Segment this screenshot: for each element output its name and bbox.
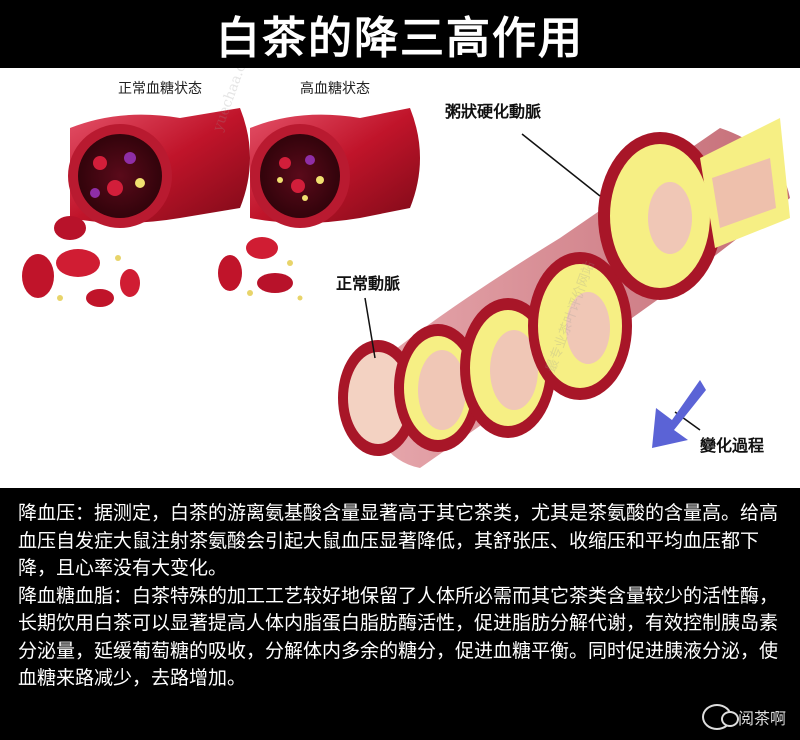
wechat-icon — [701, 704, 739, 730]
article-text: 降血压：据测定，白茶的游离氨基酸含量显著高于其它茶类，尤其是茶氨酸的含量高。给高… — [18, 500, 788, 693]
pointer-line-normal — [364, 297, 376, 359]
artery-ring-4 — [528, 252, 632, 400]
title-bar: 白茶的降三高作用 — [0, 0, 800, 68]
brand-name: 阅茶啊 — [737, 709, 786, 728]
label-normal-artery: 正常動脈 — [336, 274, 401, 293]
caption-normal-sugar: 正常血糖状态 — [118, 81, 202, 97]
high-sugar-blood-vessel — [250, 108, 420, 228]
brand-watermark: 阅茶啊 — [701, 704, 786, 730]
normal-red-cells — [22, 216, 140, 307]
caption-high-sugar: 高血糖状态 — [300, 81, 370, 97]
artery-sequence — [338, 118, 790, 468]
label-change-process: 變化過程 — [700, 436, 765, 455]
artery-ring-2 — [394, 324, 482, 452]
paragraph-blood-pressure: 降血压：据测定，白茶的游离氨基酸含量显著高于其它茶类，尤其是茶氨酸的含量高。给高… — [18, 502, 779, 579]
high-sugar-red-cells — [218, 237, 303, 301]
pointer-line-atherosclerosis — [521, 133, 601, 197]
normal-blood-vessel — [68, 108, 250, 228]
change-arrow-icon — [652, 380, 706, 448]
paragraph-blood-sugar-lipids: 降血糖血脂：白茶特殊的加工工艺较好地保留了人体所必需而其它茶类含量较少的活性酶，… — [18, 584, 779, 690]
artery-illustration — [22, 108, 790, 468]
page-title: 白茶的降三高作用 — [216, 13, 584, 64]
illustration-panel: 正常血糖状态 高血糖状态 粥狀硬化動脈 正常動脈 變化過程 yuechaa.co… — [0, 68, 800, 488]
artery-ring-5 — [598, 118, 790, 300]
label-atherosclerosis: 粥狀硬化動脈 — [445, 102, 542, 121]
